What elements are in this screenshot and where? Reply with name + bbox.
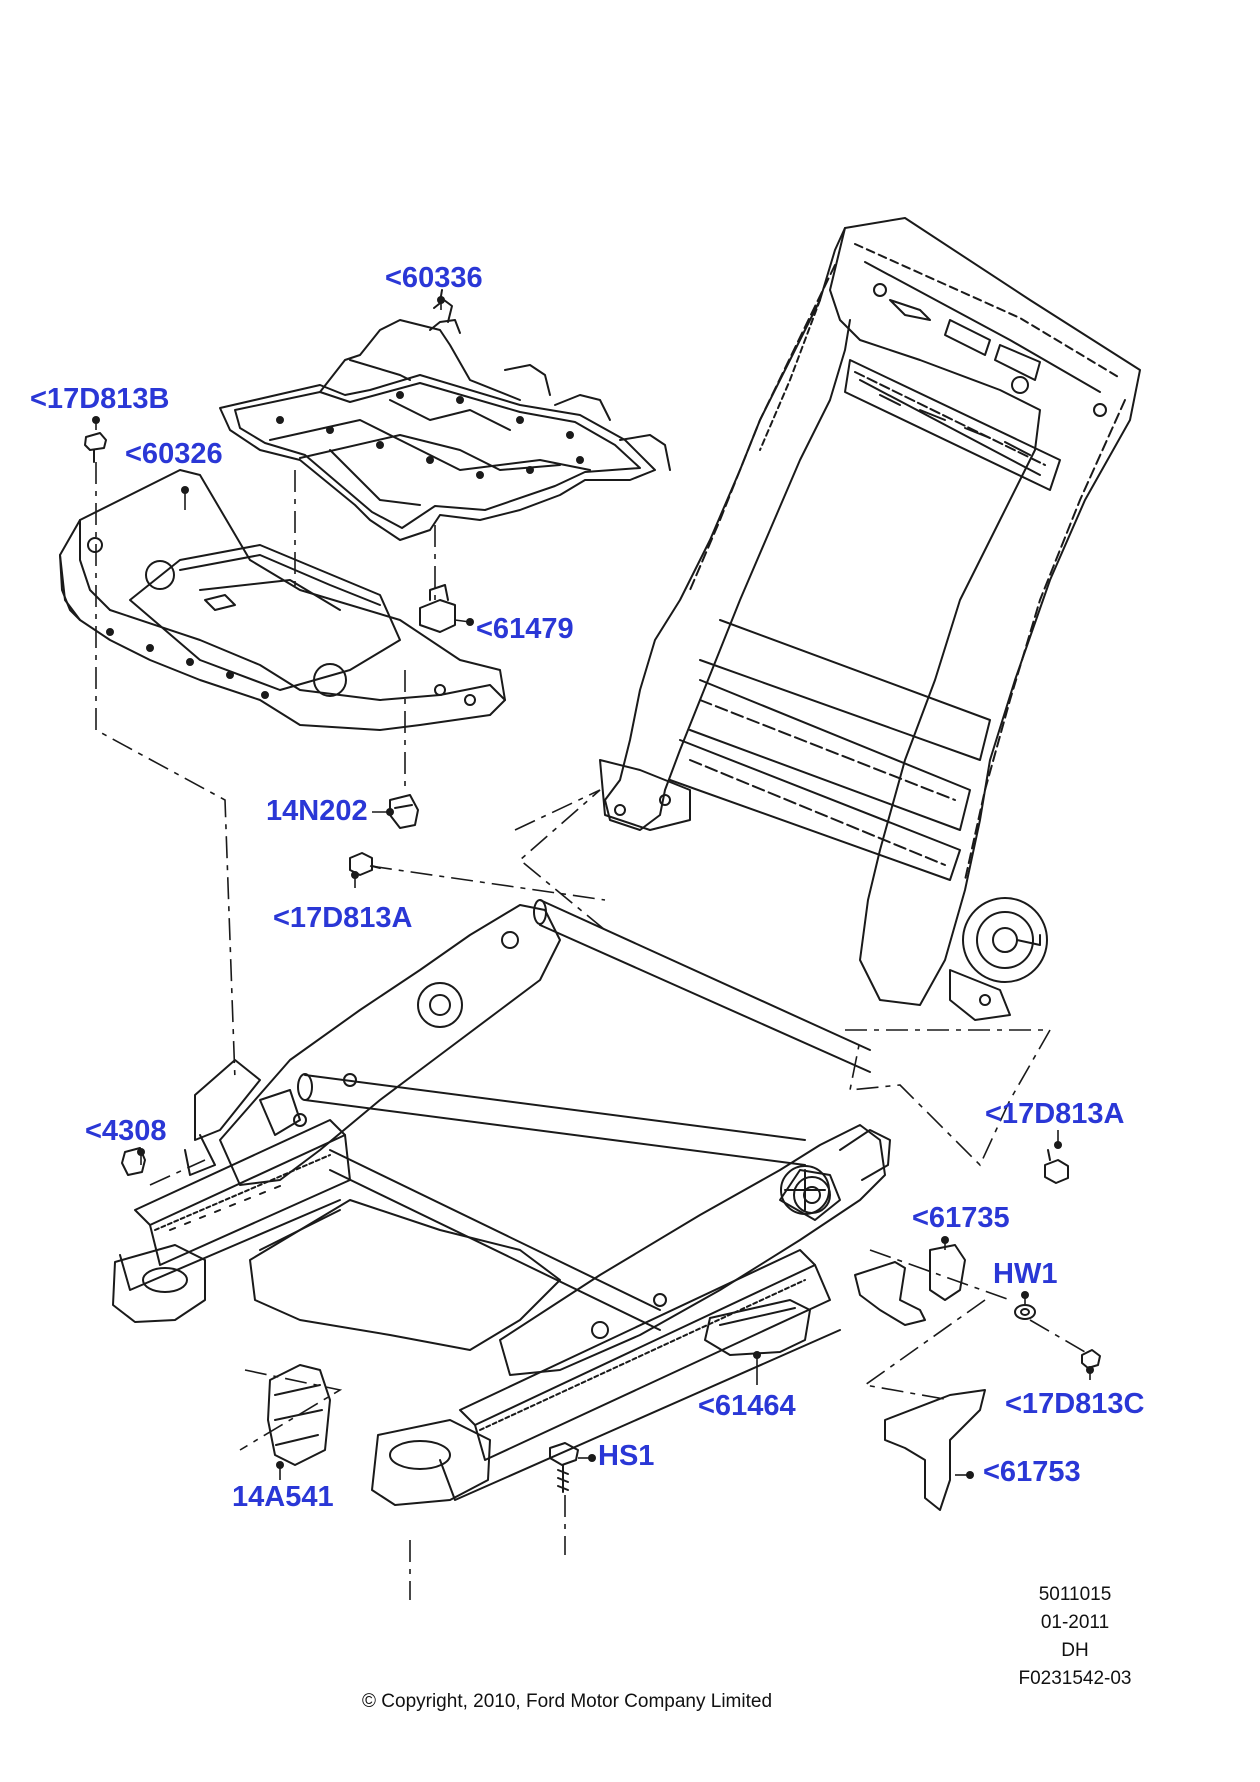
callout-61735[interactable]: <61735 [912, 1202, 1010, 1234]
callout-17D813B[interactable]: <17D813B [30, 383, 170, 415]
clip-61479 [419, 584, 456, 633]
actuator-14A541 [267, 1364, 331, 1466]
callout-17D813A-upper[interactable]: <17D813A [273, 902, 413, 934]
callout-14A541[interactable]: 14A541 [232, 1481, 334, 1513]
callout-HW1[interactable]: HW1 [993, 1258, 1058, 1290]
callout-14N202[interactable]: 14N202 [266, 795, 368, 827]
figure-number: F0231542-03 [1018, 1668, 1132, 1689]
bracket-4308 [121, 1147, 146, 1176]
callout-60326[interactable]: <60326 [125, 438, 223, 470]
bolt-17D813C [1081, 1349, 1101, 1369]
washer-HW1 [1014, 1304, 1036, 1320]
callout-61479[interactable]: <61479 [476, 613, 574, 645]
bracket-61464 [704, 1299, 811, 1356]
bolt-17D813B [84, 432, 107, 463]
figure-code: 5011015 [1038, 1584, 1112, 1605]
seat-back-frame [599, 217, 1141, 1021]
callout-4308[interactable]: <4308 [85, 1115, 167, 1147]
spring-mat-60336 [219, 289, 671, 541]
callout-17D813A-lower[interactable]: <17D813A [985, 1098, 1125, 1130]
copyright-notice: © Copyright, 2010, Ford Motor Company Li… [362, 1691, 773, 1712]
figure-initials: DH [1061, 1640, 1089, 1661]
figure-date: 01-2011 [1040, 1612, 1110, 1633]
callout-60336[interactable]: <60336 [385, 262, 483, 294]
bolt-17D813A-lower [1044, 1149, 1069, 1184]
callout-61464[interactable]: <61464 [698, 1390, 796, 1422]
callout-HS1[interactable]: HS1 [598, 1440, 655, 1472]
callout-61753[interactable]: <61753 [983, 1456, 1081, 1488]
seat-track-frame [112, 899, 891, 1506]
screw-HS1 [549, 1442, 579, 1493]
clip-14N202 [389, 794, 419, 829]
bracket-61735 [854, 1244, 966, 1326]
figure-info-block: 5011015 01-2011 DH F0231542-03 [1015, 1585, 1135, 1697]
callout-17D813C[interactable]: <17D813C [1005, 1388, 1145, 1420]
cover-61753 [884, 1389, 986, 1511]
